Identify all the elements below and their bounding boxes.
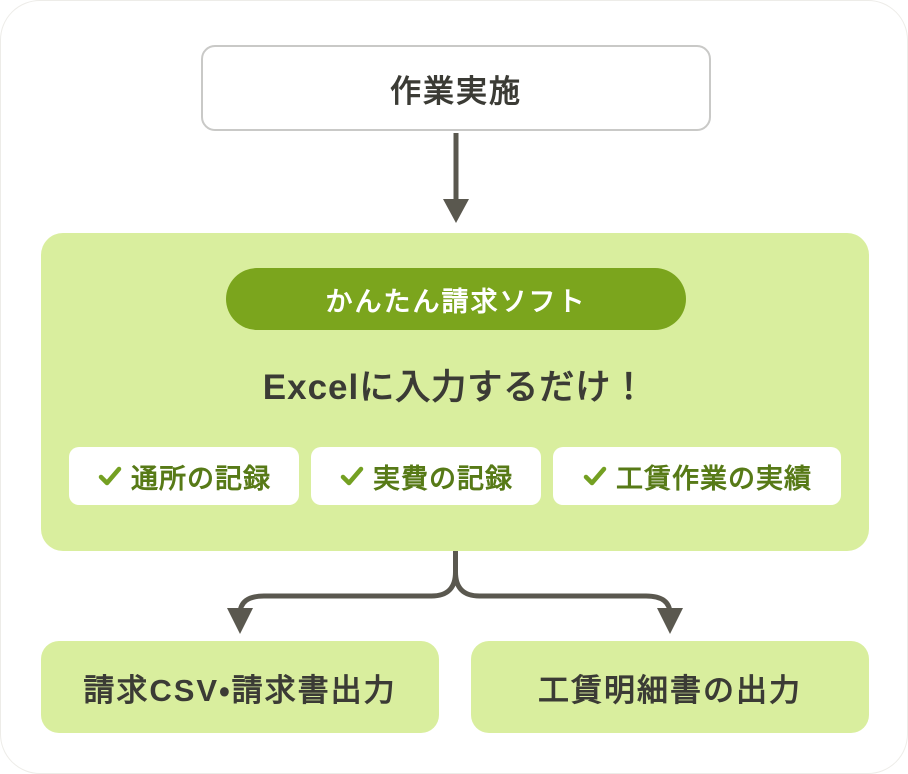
feature-label: 実費の記録 — [373, 463, 513, 494]
software-pill-label: かんたん請求ソフト — [325, 286, 587, 317]
check-icon — [340, 466, 364, 486]
panel-headline: Excelに入力するだけ！ — [262, 368, 648, 407]
feature-label: 工賃作業の実績 — [616, 463, 812, 494]
output-box-wage-statement: 工賃明細書の出力 — [471, 641, 869, 733]
feature-item-attendance: 通所の記録 — [69, 447, 299, 505]
feature-label: 通所の記録 — [131, 463, 271, 494]
feature-item-expenses: 実費の記録 — [311, 447, 541, 505]
down-arrow-icon — [443, 133, 469, 223]
feature-list: 通所の記録 実費の記録 工賃作業の実績 — [41, 447, 869, 505]
check-icon — [98, 466, 122, 486]
check-icon — [583, 466, 607, 486]
feature-item-wage-work: 工賃作業の実績 — [553, 447, 841, 505]
software-pill-badge: かんたん請求ソフト — [226, 268, 686, 330]
output-label: 請求CSV・請求書出力 — [83, 672, 397, 708]
output-label: 工賃明細書の出力 — [538, 672, 802, 708]
work-step-box: 作業実施 — [201, 45, 711, 131]
split-down-arrows-icon — [227, 551, 683, 634]
work-step-label: 作業実施 — [390, 73, 522, 109]
output-box-billing: 請求CSV・請求書出力 — [41, 641, 439, 733]
